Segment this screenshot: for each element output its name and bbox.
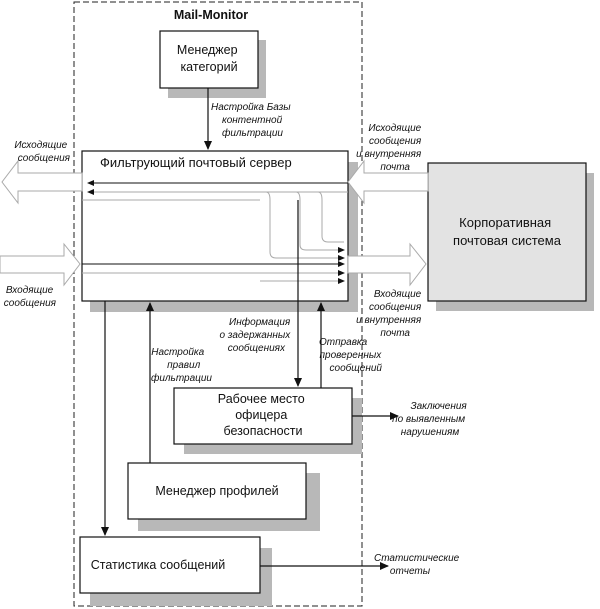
category-manager-label: Менеджер категорий — [177, 43, 241, 74]
profile-manager-label: Менеджер профилей — [155, 484, 278, 498]
mail-monitor-title: Mail-Monitor — [174, 8, 248, 22]
security-workstation-box — [173, 387, 353, 445]
incoming-left-hollow-arrow — [0, 242, 81, 287]
incoming-internal-label: Входящие сообщения и внутренняя почта — [356, 289, 424, 339]
violation-reports-label: Заключения по выявленным нарушениям — [392, 401, 469, 438]
filter-server-label: Фильтрующий почтовый сервер — [100, 155, 292, 170]
stat-reports-label: Статистические отчеты — [374, 553, 462, 577]
outgoing-left-label: Исходящие сообщения — [14, 140, 70, 164]
corporate-mail-box — [427, 162, 587, 302]
send-checked-label: Отправка проверенных сообщений — [319, 337, 384, 374]
statistics-box — [79, 536, 261, 594]
held-info-label: Информация о задержанных сообщениях — [219, 316, 293, 354]
filter-rules-label: Настройка правил фильтрации — [151, 347, 212, 384]
profile-manager-box — [127, 462, 307, 520]
outgoing-internal-hollow-arrow — [347, 159, 429, 205]
filter-server-box — [81, 150, 349, 302]
category-manager-box — [159, 30, 259, 89]
outgoing-left-hollow-arrow — [1, 159, 83, 205]
incoming-left-label: Входящие сообщения — [4, 285, 57, 309]
statistics-label: Статистика сообщений — [91, 558, 226, 572]
corporate-mail-label: Корпоративная почтовая система — [453, 215, 562, 248]
security-workstation-label: Рабочее место офицера безопасности — [218, 392, 308, 438]
outgoing-internal-label: Исходящие сообщения и внутренняя почта — [356, 123, 424, 173]
incoming-internal-hollow-arrow — [347, 242, 427, 287]
db-setup-label: Настройка Базы контентной фильтрации — [211, 102, 293, 139]
